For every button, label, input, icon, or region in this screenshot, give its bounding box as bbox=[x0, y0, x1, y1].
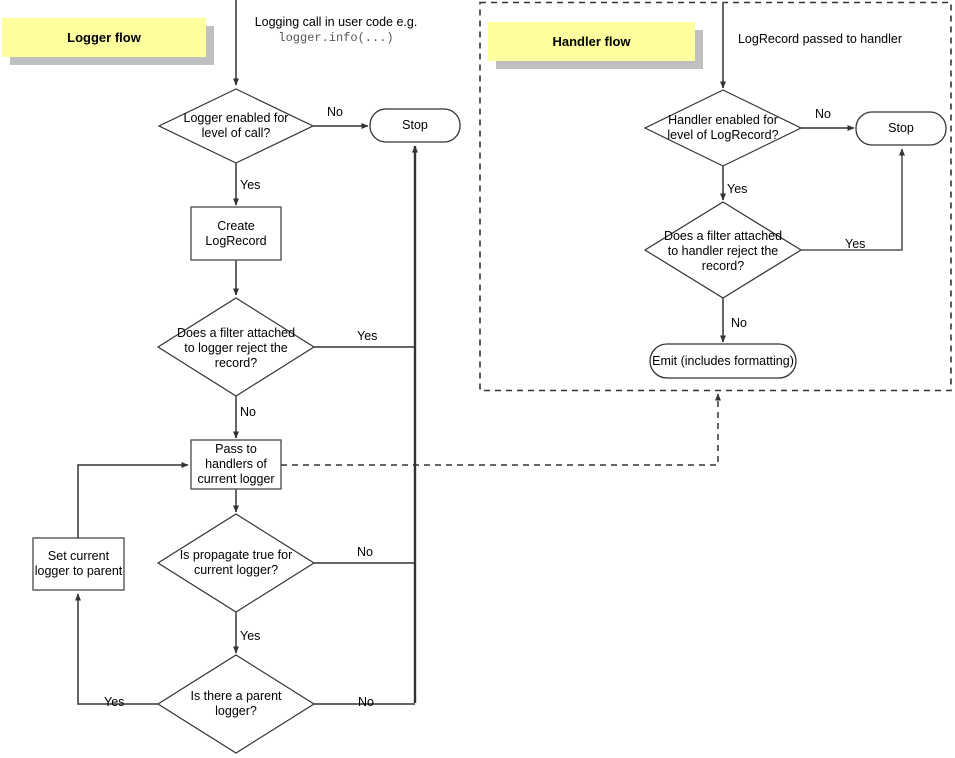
edge-label-is-propagate-no: No bbox=[357, 545, 373, 559]
node-logger-enabled bbox=[157, 88, 315, 164]
node-has-parent bbox=[156, 654, 316, 754]
handler-entry-caption: LogRecord passed to handler bbox=[737, 32, 902, 46]
node-stop-handler bbox=[855, 111, 947, 146]
node-is-propagate bbox=[156, 513, 316, 613]
node-set-parent bbox=[32, 537, 125, 591]
edge-handler-filter-yes bbox=[801, 148, 905, 251]
edge-label-handler-filter-no: No bbox=[731, 316, 747, 330]
edge-has-parent-yes bbox=[75, 593, 158, 705]
edge-label-handler-enabled-yes: Yes bbox=[727, 182, 748, 196]
edge-label-has-parent-yes: Yes bbox=[104, 695, 125, 709]
edge-label-logger-enabled-yes: Yes bbox=[240, 178, 261, 192]
logger-entry-caption: Logging call in user code e.g. logger.in… bbox=[243, 15, 429, 46]
node-logger-filter bbox=[156, 297, 316, 397]
edge-set-parent-to-pass bbox=[77, 462, 189, 538]
handler-flow-banner: Handler flow bbox=[488, 22, 695, 61]
node-stop-logger bbox=[369, 108, 461, 143]
edge-label-handler-enabled-no: No bbox=[815, 107, 831, 121]
edge-label-logger-enabled-no: No bbox=[327, 105, 343, 119]
logger-entry-caption-code: logger.info(...) bbox=[278, 31, 394, 45]
edge-label-logger-filter-yes: Yes bbox=[357, 329, 378, 343]
edge-pass-to-handler-flow bbox=[281, 393, 721, 466]
node-handler-enabled bbox=[643, 89, 803, 167]
node-pass-to-handlers bbox=[190, 439, 282, 490]
edge-label-logger-filter-no: No bbox=[240, 405, 256, 419]
node-handler-filter bbox=[643, 201, 803, 299]
logger-flow-banner: Logger flow bbox=[2, 18, 206, 57]
edge-label-handler-filter-yes: Yes bbox=[845, 237, 866, 251]
edge-label-has-parent-no: No bbox=[358, 695, 374, 709]
edge-label-is-propagate-yes: Yes bbox=[240, 629, 261, 643]
handler-flow-region bbox=[479, 1, 952, 392]
logger-entry-caption-text: Logging call in user code e.g. bbox=[254, 15, 418, 29]
node-emit bbox=[649, 343, 797, 379]
node-create-logrecord bbox=[190, 206, 282, 261]
